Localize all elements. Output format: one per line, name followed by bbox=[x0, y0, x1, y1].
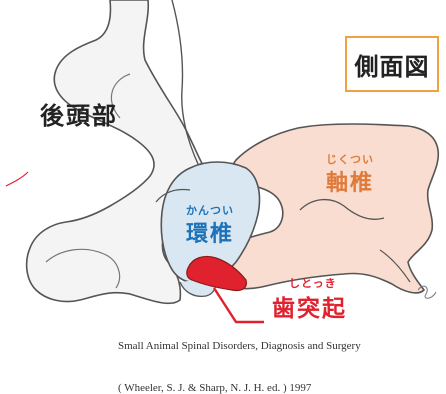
citation-authors: ( Wheeler, S. J. & Sharp, N. J. H. ed. )… bbox=[118, 382, 311, 394]
skull-left-edge bbox=[6, 172, 28, 186]
dens-leader-line bbox=[214, 288, 264, 322]
dens-label: 歯突起 bbox=[272, 289, 347, 323]
axis-label: 軸椎 bbox=[326, 165, 374, 197]
atlas-label: 環椎 bbox=[186, 216, 234, 248]
view-label-box: 側面図 bbox=[345, 36, 439, 92]
citation-title: Small Animal Spinal Disorders, Diagnosis… bbox=[118, 340, 361, 352]
occipital-label: 後頭部 bbox=[40, 96, 118, 131]
